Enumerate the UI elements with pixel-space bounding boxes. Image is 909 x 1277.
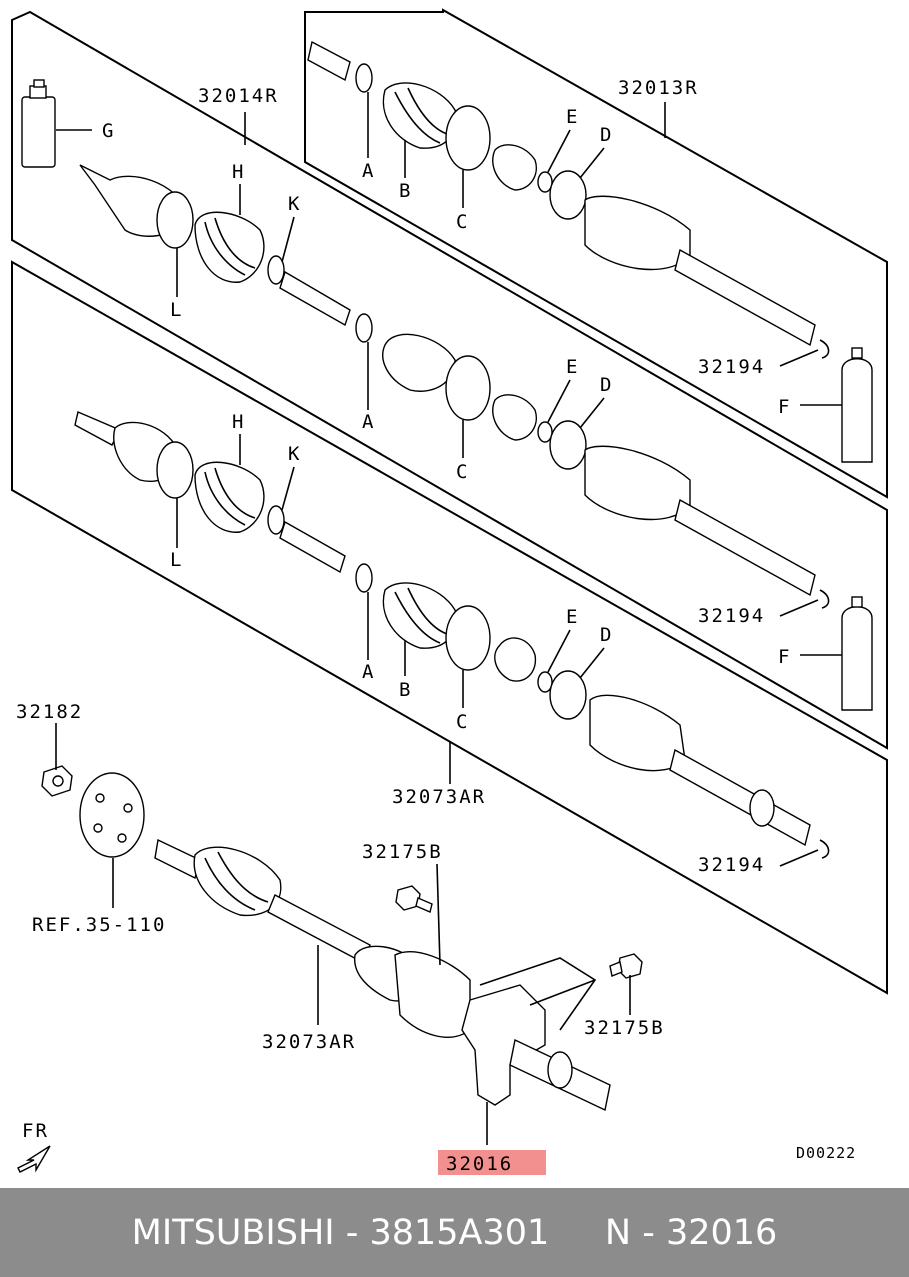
ring-d-mid-icon <box>549 420 587 470</box>
parts-diagram: 32014R 32013R G H K L A B C E D 32194 F … <box>11 8 888 1175</box>
label-h-upper: H <box>232 161 245 183</box>
label-f-2: F <box>778 646 791 668</box>
collar-bottom-icon <box>547 1051 573 1089</box>
label-32175b-right: 32175B <box>584 1017 665 1039</box>
leader-lines <box>55 92 819 1145</box>
inner-housing-bottom-icon <box>394 951 471 1038</box>
label-a-3: A <box>362 661 375 683</box>
label-c-2: C <box>456 461 469 483</box>
clamp-l-mid-icon <box>156 441 194 499</box>
boot-b-low-icon <box>382 582 457 649</box>
clamp-c-top-icon <box>445 105 491 171</box>
exploded-view-svg: 32014R 32013R G H K L A B C E D 32194 F … <box>11 8 888 1175</box>
label-d-1: D <box>600 124 613 146</box>
label-h-mid: H <box>232 411 245 433</box>
clamp-a-top-icon <box>355 63 373 93</box>
grease-bottle-icon <box>21 79 56 168</box>
spider-mid-icon <box>492 394 537 441</box>
inner-shaft-mid-icon <box>674 498 816 597</box>
label-f-1: F <box>778 396 791 418</box>
label-k-mid: K <box>288 443 301 465</box>
ring-d-low-icon <box>549 670 587 720</box>
collar-low-icon <box>749 789 775 827</box>
label-diagram-code: D00222 <box>796 1144 856 1162</box>
label-a-2: A <box>362 411 375 433</box>
inner-housing-low-icon <box>589 694 686 772</box>
label-e-2: E <box>566 356 579 378</box>
highlight-box <box>438 1150 546 1175</box>
label-g: G <box>102 120 115 142</box>
label-32182: 32182 <box>16 701 83 723</box>
boot-ghost-mid-icon <box>382 333 456 392</box>
label-32073ar-bottom: 32073AR <box>262 1031 356 1053</box>
label-ref-35-110: REF.35-110 <box>32 914 166 936</box>
label-32016-highlight[interactable]: 32016 <box>446 1153 513 1175</box>
label-e-3: E <box>566 606 579 628</box>
spider-top-icon <box>492 144 537 191</box>
grease-bottle-f1-icon <box>841 347 873 463</box>
stub-shaft-bottom-icon <box>154 838 201 880</box>
hub-flange-icon <box>79 772 145 858</box>
band-k-icon <box>267 255 285 285</box>
shaft-mid-icon <box>279 520 346 574</box>
snap-e-top-icon <box>537 171 553 193</box>
label-k-upper: K <box>288 193 301 215</box>
label-32013r: 32013R <box>618 77 699 99</box>
label-32194-2: 32194 <box>698 605 765 627</box>
label-c-1: C <box>456 211 469 233</box>
clamp-c-mid-icon <box>445 355 491 421</box>
front-direction-arrow-icon <box>17 1145 51 1173</box>
clamp-c-low-icon <box>445 605 491 671</box>
label-l-mid: L <box>170 549 183 571</box>
label-c-3: C <box>456 711 469 733</box>
panel-middle <box>11 260 888 995</box>
label-l-upper: L <box>170 299 183 321</box>
inner-shaft-top-icon <box>674 248 816 347</box>
label-d-2: D <box>600 374 613 396</box>
part-number-footer: MITSUBISHI - 3815A301 N - 32016 <box>0 1188 909 1277</box>
label-b-1: B <box>399 180 412 202</box>
grease-bottle-f2-icon <box>841 596 873 711</box>
panel-outer-upper <box>11 10 888 750</box>
snap-e-mid-icon <box>537 421 553 443</box>
driveshaft-bottom-icon <box>267 894 371 963</box>
stub-shaft-mid-icon <box>74 411 121 446</box>
label-fr: FR <box>22 1120 49 1142</box>
bolt-right-icon <box>609 953 643 979</box>
label-d-3: D <box>600 624 613 646</box>
inner-shaft-low-icon <box>669 748 811 847</box>
label-e-1: E <box>566 106 579 128</box>
label-a-1: A <box>362 160 375 182</box>
clamp-a-low-icon <box>355 563 373 593</box>
inner-housing-mid-icon <box>584 445 691 521</box>
panel-right-inner <box>304 8 888 499</box>
clamp-ring-l-icon <box>156 191 194 249</box>
bracket-icon <box>461 984 546 1106</box>
ring-d-top-icon <box>549 170 587 220</box>
shaft-inner-stub-icon <box>307 40 351 82</box>
label-32194-1: 32194 <box>698 356 765 378</box>
shaft-upper-icon <box>279 270 351 327</box>
label-32175b-upper: 32175B <box>362 841 443 863</box>
bolt-upper-icon <box>395 885 433 913</box>
snap-e-low-icon <box>537 671 553 693</box>
inner-housing-top-icon <box>584 195 691 271</box>
band-k-mid-icon <box>267 505 285 535</box>
label-32194-3: 32194 <box>698 854 765 876</box>
label-32014r: 32014R <box>198 85 279 107</box>
label-b-3: B <box>399 679 412 701</box>
hub-nut-icon <box>41 765 73 797</box>
label-32073ar-mid: 32073AR <box>392 786 486 808</box>
tripod-low-icon <box>494 637 537 682</box>
boot-b-top-icon <box>382 82 457 149</box>
clamp-a-mid-icon <box>355 313 373 343</box>
